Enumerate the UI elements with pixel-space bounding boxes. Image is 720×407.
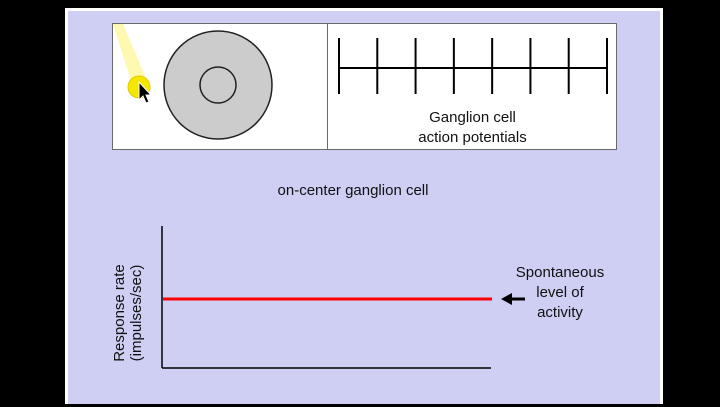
y-axis-label: Response rate (impulses/sec) xyxy=(111,243,145,383)
annotation-line3: activity xyxy=(537,304,583,321)
panel-divider xyxy=(327,24,328,149)
slide: Ganglion cell action potentials on-cente… xyxy=(65,8,663,404)
spontaneous-activity-annotation: Spontaneous level of activity xyxy=(505,263,615,323)
y-label-line2: (impulses/sec) xyxy=(128,264,145,362)
y-label-line1: Response rate xyxy=(111,264,128,362)
stimulus-graphics xyxy=(113,24,608,140)
receptive-field-center xyxy=(199,66,237,104)
action-potential-label: Ganglion cell action potentials xyxy=(329,108,616,148)
stimulus-panel: Ganglion cell action potentials xyxy=(112,23,617,150)
arrow-cursor-icon xyxy=(138,80,153,104)
left-arrow-icon xyxy=(501,293,525,305)
action-potential-trace xyxy=(338,38,608,94)
ap-label-line1: Ganglion cell xyxy=(429,109,516,126)
cell-type-title: on-center ganglion cell xyxy=(277,182,429,199)
annotation-line2: level of xyxy=(536,284,584,301)
annotation-line1: Spontaneous xyxy=(515,264,605,281)
ap-label-line2: action potentials xyxy=(418,129,527,146)
response-graph xyxy=(161,226,525,369)
